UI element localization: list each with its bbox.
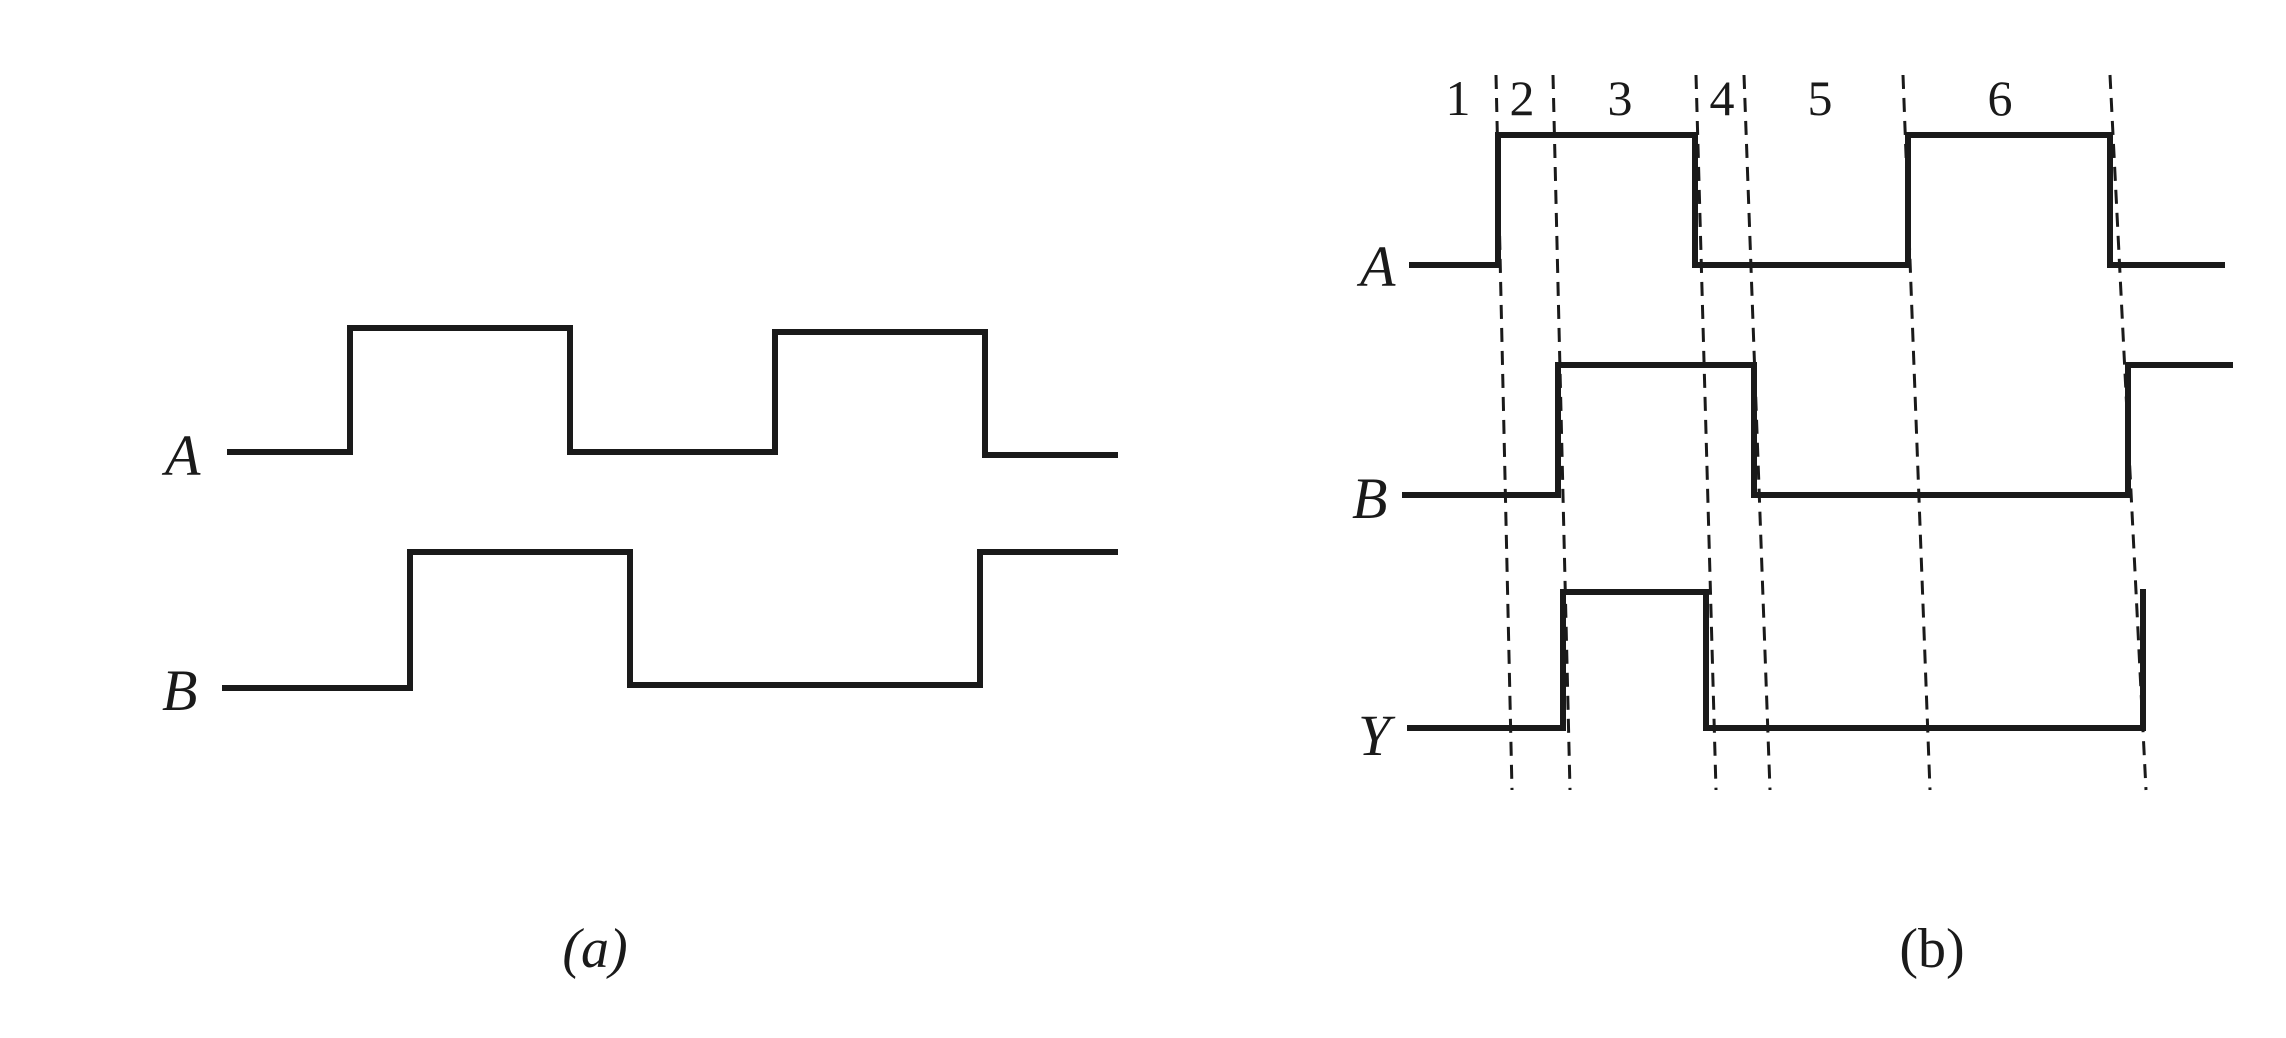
panel-b-waveform-b bbox=[1402, 362, 2233, 498]
panel-b-waveform-y bbox=[1407, 589, 2146, 731]
guide-line-2 bbox=[1551, 74, 1572, 791]
panel-a-caption: (a) bbox=[562, 918, 627, 980]
panel-b-caption: (b) bbox=[1899, 918, 1964, 980]
interval-label-1: 1 bbox=[1446, 70, 1471, 126]
guide-line-3 bbox=[1694, 74, 1718, 791]
panel-b-waveform-a bbox=[1409, 132, 2225, 268]
panel-a-input-waveforms: A B (a) bbox=[161, 325, 1118, 980]
panel-a-waveform-b bbox=[222, 549, 1118, 691]
panel-a-signal-a-label: A bbox=[161, 423, 201, 488]
panel-a-waveform-a bbox=[227, 325, 1118, 458]
panel-b-signal-y-label: Y bbox=[1358, 703, 1396, 768]
panel-b-output-waveforms: 1 2 3 4 5 6 A B Y (b) bbox=[1352, 70, 2233, 980]
interval-label-5: 5 bbox=[1808, 70, 1833, 126]
interval-label-4: 4 bbox=[1710, 70, 1735, 126]
interval-label-2: 2 bbox=[1510, 70, 1535, 126]
panel-b-signal-a-label: A bbox=[1356, 234, 1396, 299]
panel-b-signal-b-label: B bbox=[1352, 466, 1387, 531]
interval-label-3: 3 bbox=[1608, 70, 1633, 126]
interval-label-6: 6 bbox=[1988, 70, 2013, 126]
panel-a-signal-b-label: B bbox=[162, 658, 197, 723]
